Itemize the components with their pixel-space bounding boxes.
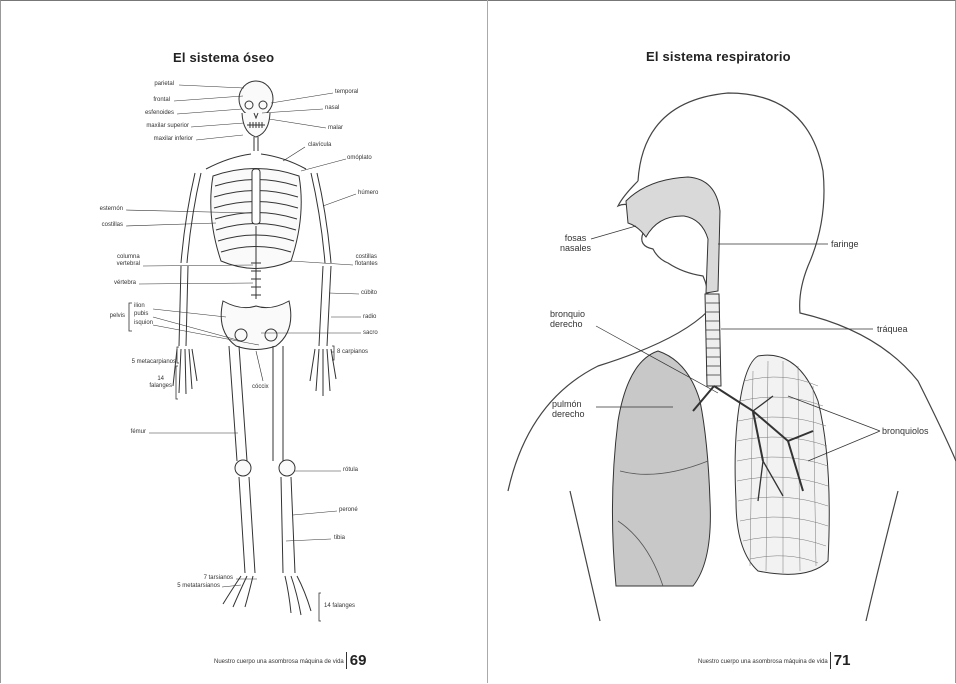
label-ilion: ilion xyxy=(134,303,145,310)
label-coccix: cóccix xyxy=(252,384,269,391)
respiratory-illustration xyxy=(488,1,956,684)
page-footer: Nuestro cuerpo una asombrosa máquina de … xyxy=(698,652,850,669)
label-esternon: esternón xyxy=(100,206,123,213)
label-columna-vertebral: columna vertebral xyxy=(117,254,140,268)
label-fosas-nasales: fosas nasales xyxy=(560,233,591,253)
forearm-left xyxy=(179,266,188,346)
label-bronquiolos: bronquiolos xyxy=(882,426,929,436)
left-lung xyxy=(735,355,829,574)
label-costillas: costillas xyxy=(102,222,123,229)
pelvis xyxy=(221,301,291,350)
page-number: 71 xyxy=(830,652,851,669)
label-metatarsianos: 5 metatarsianos xyxy=(177,583,220,590)
label-omoplato: omóplato xyxy=(347,155,372,162)
label-pulmon-derecho: pulmón derecho xyxy=(552,399,585,419)
footer-text: Nuestro cuerpo una asombrosa máquina de … xyxy=(214,659,344,665)
trachea xyxy=(705,294,721,386)
label-malar: malar xyxy=(328,125,343,132)
label-maxilar-inferior: maxilar inferior xyxy=(154,136,193,143)
page-respiratory-system: El sistema respiratorio xyxy=(488,0,956,683)
label-traquea: tráquea xyxy=(877,324,908,334)
label-parietal: parietal xyxy=(154,81,174,88)
label-tarsianos: 7 tarsianos xyxy=(204,575,233,582)
label-costillas-flotantes: costillas flotantes xyxy=(355,254,378,268)
label-maxilar-superior: maxilar superior xyxy=(146,123,189,130)
label-rotula: rótula xyxy=(343,467,358,474)
label-pubis: pubis xyxy=(134,311,148,318)
page-skeletal-system: El sistema óseo xyxy=(0,0,487,683)
sternum xyxy=(252,169,260,224)
label-bronquio-derecho: bronquio derecho xyxy=(550,309,585,329)
patella-left xyxy=(235,460,251,476)
hand-right xyxy=(310,349,336,396)
clavicle-right xyxy=(261,154,306,169)
label-isquion: isquion xyxy=(134,320,153,327)
skull xyxy=(239,81,273,117)
femur-left xyxy=(229,346,247,461)
label-falanges-pie: 14 falanges xyxy=(324,603,355,610)
page-footer: Nuestro cuerpo una asombrosa máquina de … xyxy=(214,652,366,669)
label-vertebra: vértebra xyxy=(114,280,136,287)
label-nasal: nasal xyxy=(325,105,339,112)
skeleton-illustration xyxy=(1,1,488,684)
tibia-right xyxy=(281,477,295,573)
footer-text: Nuestro cuerpo una asombrosa máquina de … xyxy=(698,659,828,665)
label-femur: fémur xyxy=(131,429,146,436)
right-lung xyxy=(612,351,710,586)
label-faringe: faringe xyxy=(831,239,859,249)
label-frontal: frontal xyxy=(153,97,170,104)
humerus-right xyxy=(311,173,325,263)
label-esfenoides: esfenoides xyxy=(145,110,174,117)
clavicle-left xyxy=(206,154,251,169)
label-humero: húmero xyxy=(358,190,378,197)
label-sacro: sacro xyxy=(363,330,378,337)
label-carpianos: 8 carpianos xyxy=(337,349,368,356)
tibia-left xyxy=(239,477,255,573)
label-perone: peroné xyxy=(339,507,358,514)
label-temporal: temporal xyxy=(335,89,358,96)
label-clavicula: clavícula xyxy=(308,142,331,149)
nasal-cavity xyxy=(626,177,720,293)
label-pelvis: pelvis xyxy=(110,313,125,320)
femur-right xyxy=(273,346,283,461)
label-cubito: cúbito xyxy=(361,290,377,297)
label-falanges-mano: 14 falanges xyxy=(149,376,172,390)
page-number: 69 xyxy=(346,652,367,669)
label-metacarpianos: 5 metacarpianos xyxy=(132,359,176,366)
foot-right xyxy=(285,576,311,615)
forearm-right xyxy=(319,266,331,346)
humerus-left xyxy=(187,173,201,263)
label-radio: radio xyxy=(363,314,376,321)
label-tibia: tibia xyxy=(334,535,345,542)
patella-right xyxy=(279,460,295,476)
